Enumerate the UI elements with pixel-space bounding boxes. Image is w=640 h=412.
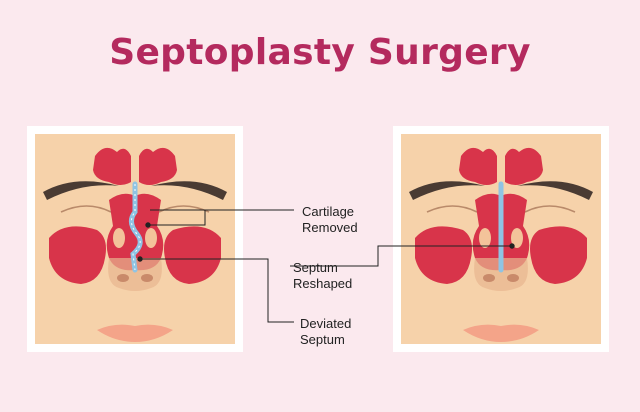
eyebrow-left (409, 181, 485, 200)
deviated-septum (129, 181, 143, 273)
leader-reshaped (290, 245, 512, 267)
label-septum-reshaped: Septum Reshaped (293, 260, 353, 291)
maxillary-sinus-right (164, 226, 221, 284)
eyebrow-left (43, 181, 119, 200)
frontal-sinus-right (505, 147, 543, 185)
before-face-panel (27, 126, 243, 352)
maxillary-sinus-left (49, 226, 106, 284)
frontal-sinus-left (459, 147, 497, 185)
eyebrow-right (151, 181, 227, 200)
label-cartilage-removed: Cartilage Removed (302, 204, 358, 235)
after-face-panel (393, 126, 609, 352)
eyebrow-right (517, 181, 593, 200)
before-face-illustration (35, 134, 235, 344)
frontal-sinus-left (93, 147, 131, 185)
leader-deviated (140, 258, 294, 323)
eye-left (426, 205, 478, 213)
maxillary-sinus-left (415, 226, 472, 284)
nose (474, 258, 528, 291)
nose (108, 258, 162, 291)
frontal-sinus-right (139, 147, 177, 185)
eye-right (524, 205, 576, 213)
after-face-illustration (401, 134, 601, 344)
lips (463, 324, 539, 342)
eye-left (60, 205, 112, 213)
page-title: Septoplasty Surgery (109, 32, 531, 73)
maxillary-sinus-right (530, 226, 587, 284)
leader-cartilage (148, 209, 206, 226)
lips (97, 324, 173, 342)
label-deviated-septum: Deviated Septum (300, 316, 352, 347)
